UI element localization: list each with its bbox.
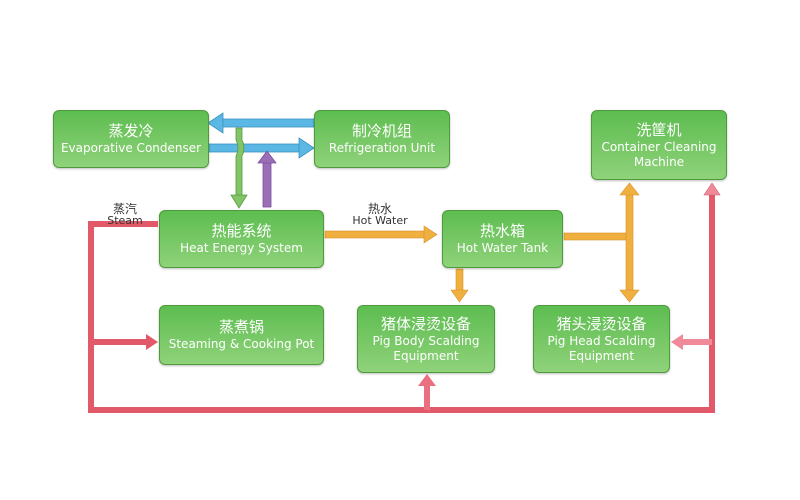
node-title-zh: 热能系统: [211, 222, 272, 240]
arrow-down-to-heat-system: [230, 127, 248, 209]
node-title-zh: 热水箱: [479, 222, 525, 240]
node-evaporative-condenser: 蒸发冷 Evaporative Condenser: [53, 110, 209, 168]
node-title-en: Heat Energy System: [180, 241, 303, 255]
node-title-en: Refrigeration Unit: [328, 141, 436, 155]
node-title-zh: 猪头浸烫设备: [556, 314, 647, 333]
node-title-en: Hot Water Tank: [456, 241, 549, 255]
node-title-en: Pig Body Scalding Equipment: [372, 333, 480, 363]
arrow-up-from-heat-system: [257, 150, 277, 208]
node-steaming-cooking-pot: 蒸煮锅 Steaming & Cooking Pot: [159, 305, 324, 365]
arrow-condenser-to-refrigeration: [208, 137, 315, 159]
node-heat-energy-system: 热能系统 Heat Energy System: [159, 210, 324, 268]
arrow-tank-to-pig-body: [450, 268, 469, 303]
steam-line: [88, 182, 721, 413]
label-hot-water-zh: 热水: [367, 202, 392, 216]
node-pig-body-scalding: 猪体浸烫设备 Pig Body Scalding Equipment: [357, 305, 495, 373]
label-steam-zh: 蒸汽: [112, 202, 137, 216]
arrow-hot-water-to-tank: [324, 225, 438, 244]
node-container-cleaning-machine: 洗筐机 Container Cleaning Machine: [591, 110, 727, 180]
node-refrigeration-unit: 制冷机组 Refrigeration Unit: [314, 110, 450, 168]
label-hot-water: 热水 Hot Water: [345, 203, 415, 227]
node-title-zh: 猪体浸烫设备: [380, 314, 471, 333]
node-title-en: Steaming & Cooking Pot: [168, 337, 315, 351]
label-steam: 蒸汽 Steam: [100, 203, 150, 227]
arrow-refrigeration-to-condenser: [207, 112, 315, 134]
node-title-zh: 蒸煮锅: [218, 318, 264, 336]
node-title-en: Container Cleaning Machine: [601, 139, 717, 169]
node-title-zh: 制冷机组: [351, 122, 412, 140]
label-hot-water-en: Hot Water: [352, 214, 408, 227]
node-title-zh: 洗筐机: [636, 120, 682, 139]
arrow-tank-branch: [563, 182, 640, 303]
node-pig-head-scalding: 猪头浸烫设备 Pig Head Scalding Equipment: [533, 305, 670, 373]
node-title-en: Evaporative Condenser: [60, 141, 202, 155]
node-title-en: Pig Head Scalding Equipment: [547, 333, 656, 363]
node-hot-water-tank: 热水箱 Hot Water Tank: [442, 210, 563, 268]
label-steam-en: Steam: [107, 214, 143, 227]
node-title-zh: 蒸发冷: [108, 122, 154, 140]
